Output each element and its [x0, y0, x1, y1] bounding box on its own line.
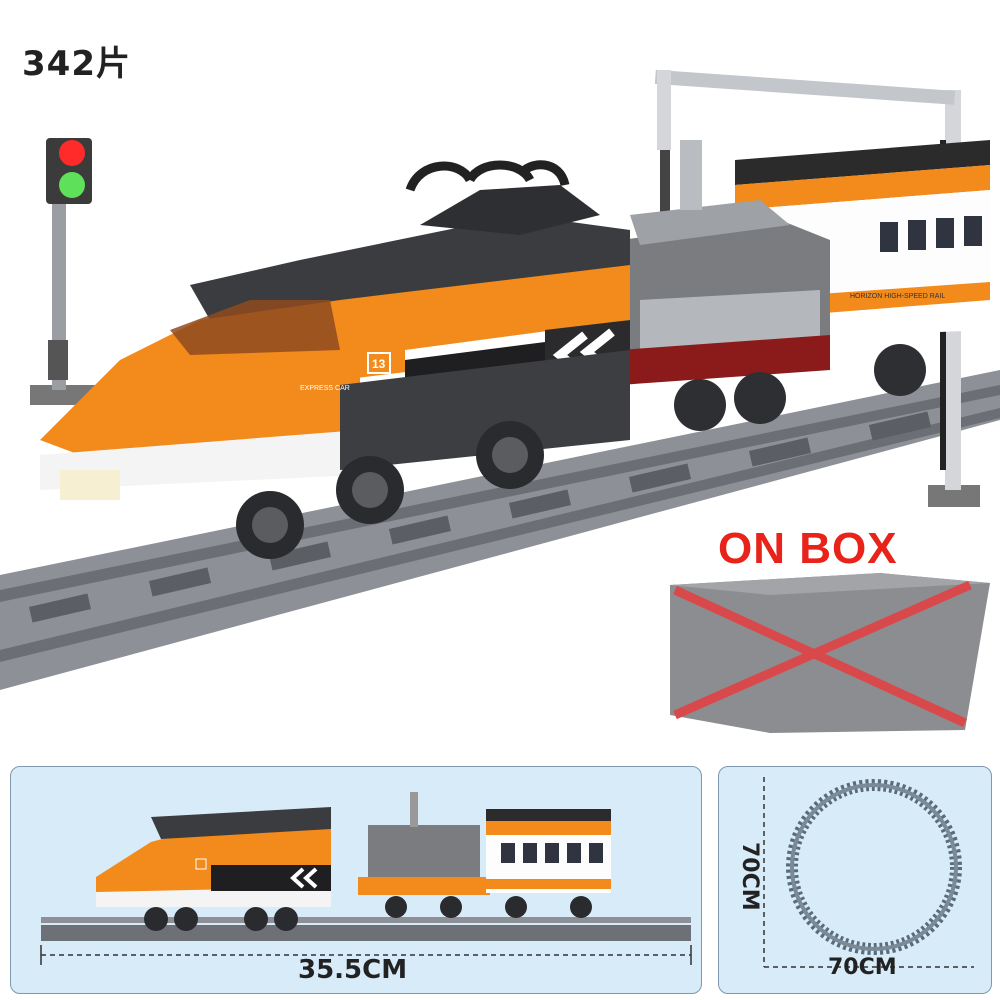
no-box-label: ON BOX	[718, 524, 898, 573]
track-width-label: 70CM	[828, 955, 897, 980]
train-side-text: EXPRESS CAR	[300, 385, 350, 392]
coach-side-text: HORIZON HIGH-SPEED RAIL	[850, 293, 945, 300]
track-height-label: 70CM	[737, 842, 762, 911]
signal-light	[30, 138, 100, 405]
locomotive-wheels	[236, 421, 544, 559]
generator-car	[620, 140, 926, 431]
piece-count-label: 342片	[22, 44, 131, 84]
train-number: 13	[372, 357, 386, 371]
train-product-image: HORIZON HIGH-SPEED RAIL 13	[0, 69, 1000, 690]
train-length-panel	[10, 766, 702, 994]
locomotive: 13 EXPRESS CAR	[40, 160, 630, 559]
track-size-panel	[718, 766, 992, 994]
circular-track-diagram	[763, 777, 974, 968]
train-length-label: 35.5CM	[298, 955, 408, 985]
crossed-box-icon	[670, 573, 990, 733]
passenger-coach: HORIZON HIGH-SPEED RAIL	[735, 140, 990, 340]
track	[0, 370, 1000, 690]
train-side-view-image	[40, 792, 692, 965]
